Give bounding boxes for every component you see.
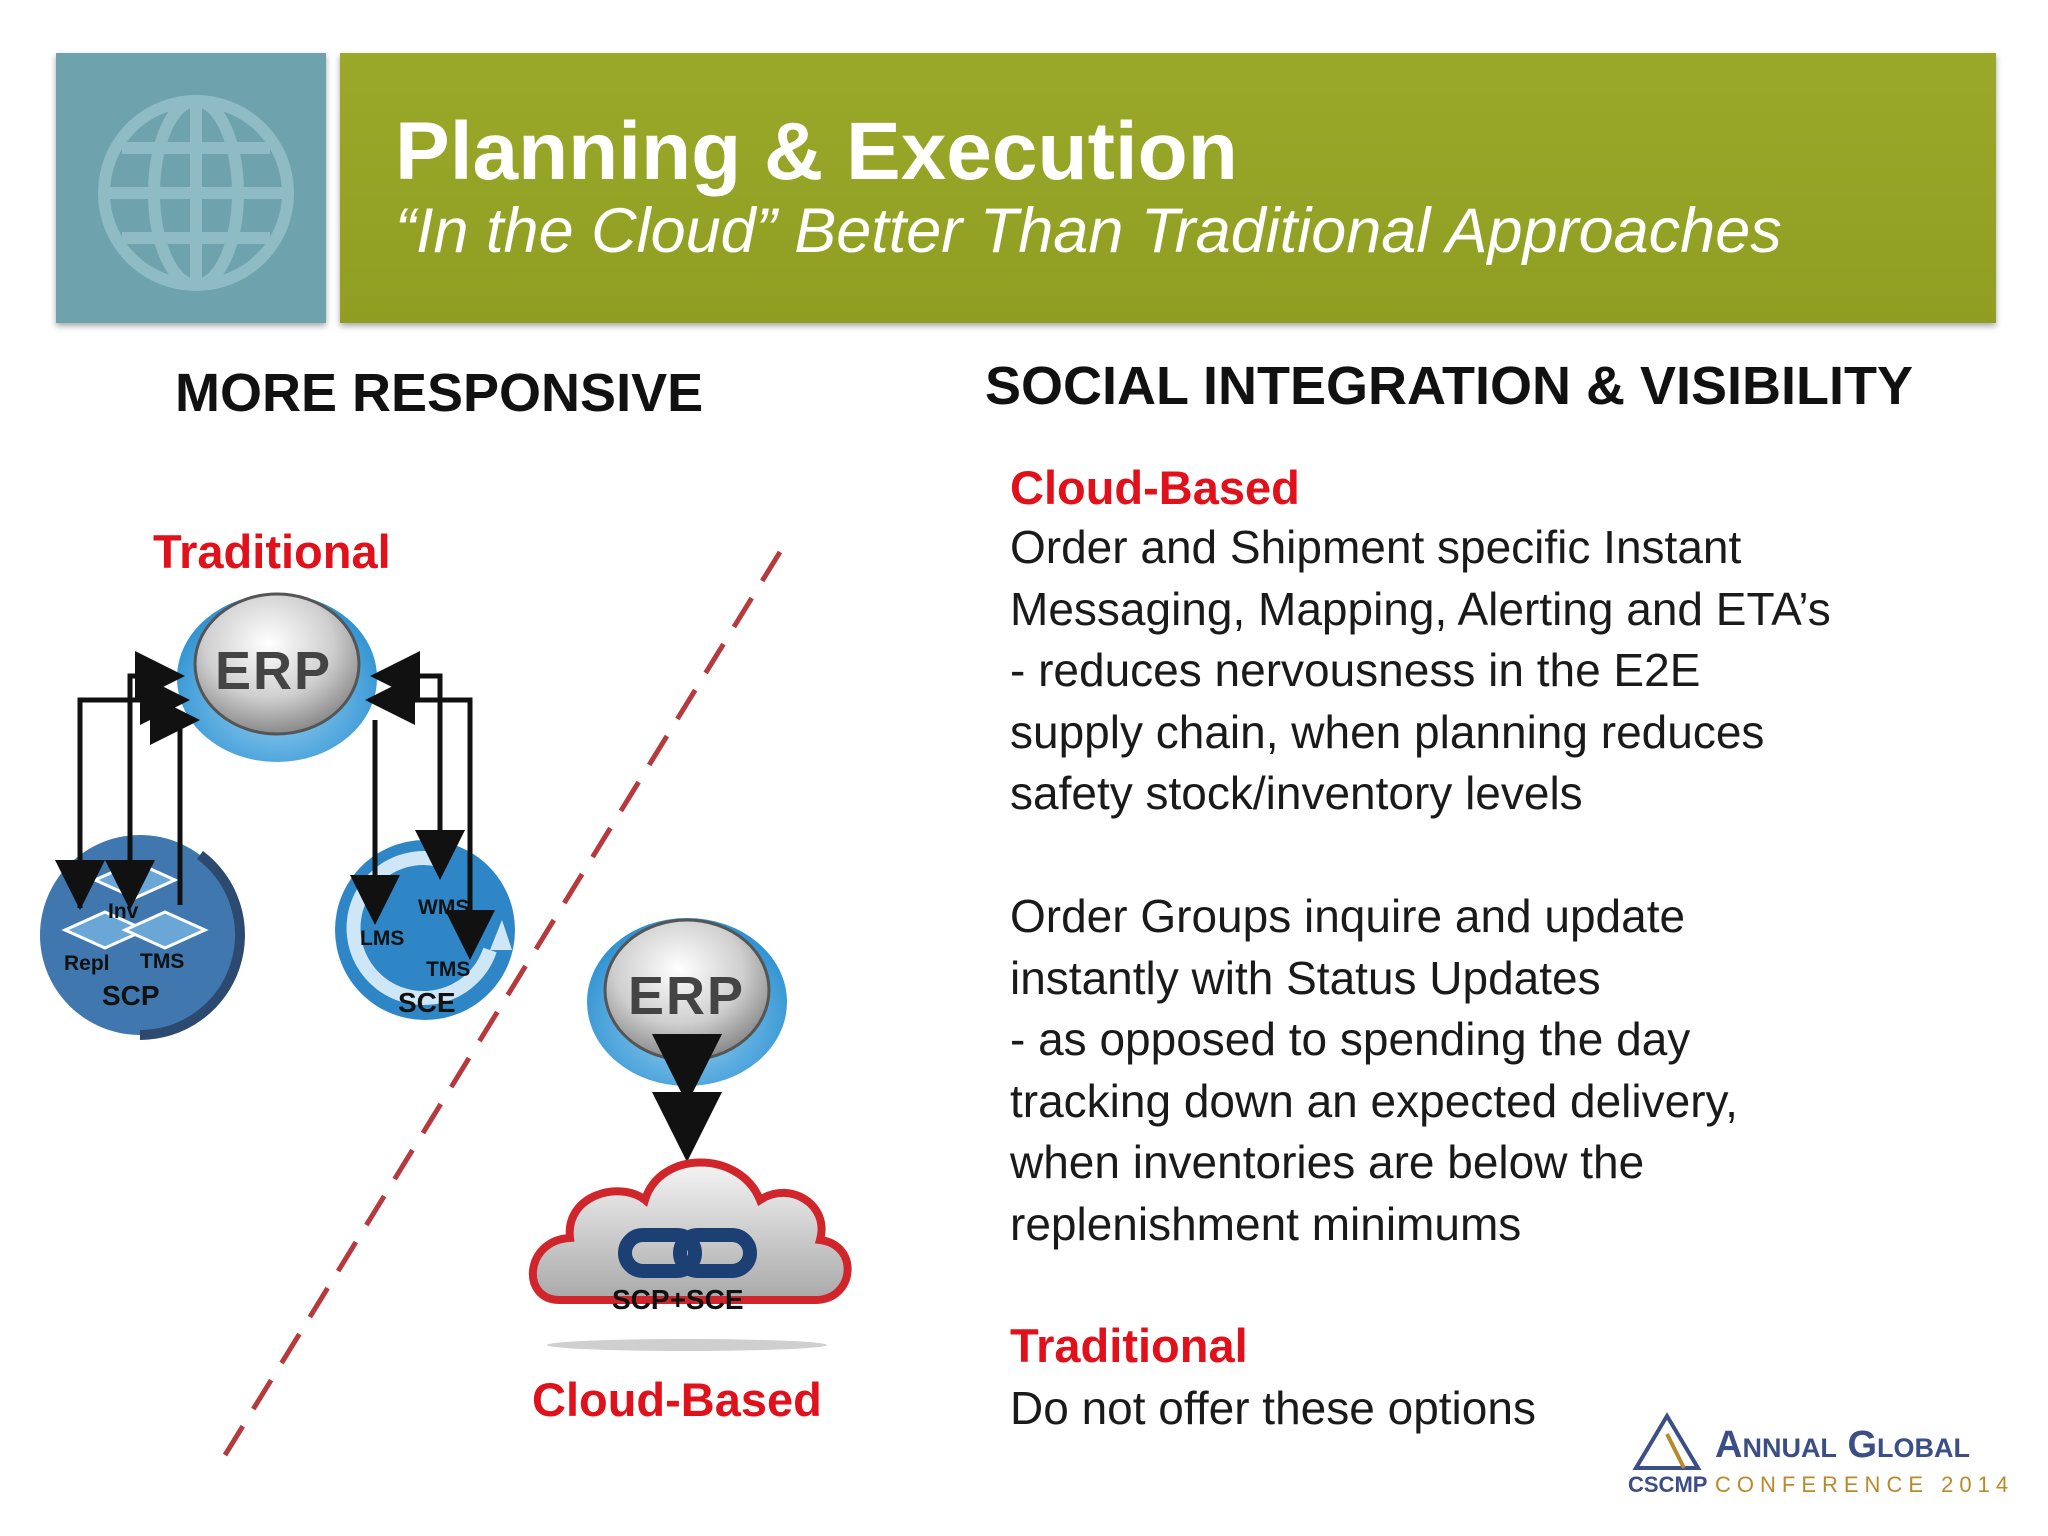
traditional-text: Do not offer these options (1010, 1382, 1536, 1434)
left-heading: MORE RESPONSIVE (175, 363, 704, 423)
logo-cscmp-text: CSCMP (1628, 1472, 1708, 1497)
cloud-based-label-right: Cloud-Based (1010, 461, 1300, 514)
chain-link-icon (618, 1228, 757, 1278)
right-heading: SOCIAL INTEGRATION & VISIBILITY (985, 356, 1914, 416)
cscmp-logo-icon (1632, 1412, 1702, 1470)
sce-item-lms: LMS (360, 927, 405, 950)
paragraph-1-line: Messaging, Mapping, Alerting and ETA’s (1010, 582, 1831, 635)
erp-node-traditional (177, 592, 377, 762)
cloud-based-label-left: Cloud-Based (532, 1373, 822, 1426)
sce-item-wms: WMS (418, 896, 470, 919)
scp-item-tms: TMS (140, 950, 185, 973)
paragraph-2-line: replenishment minimums (1010, 1197, 1522, 1250)
paragraph-1-line: supply chain, when planning reduces (1010, 705, 1765, 758)
erp-label-cloud: ERP (628, 966, 746, 1026)
erp-label-traditional: ERP (215, 641, 333, 701)
slide-subtitle: “In the Cloud” Better Than Traditional A… (395, 196, 1782, 266)
sce-item-tms: TMS (426, 958, 471, 981)
scp-label: SCP (102, 980, 160, 1011)
paragraph-1: Order and Shipment specific Instant Mess… (1010, 517, 1831, 825)
paragraph-1-line: Order and Shipment specific Instant (1010, 521, 1742, 573)
slide-title: Planning & Execution (395, 106, 1238, 197)
divider-line (219, 550, 783, 1462)
erp-node-cloud (587, 918, 787, 1086)
sce-label: SCE (398, 987, 456, 1018)
traditional-label-right: Traditional (1010, 1319, 1248, 1372)
traditional-label: Traditional (153, 525, 391, 578)
header-band (340, 53, 1996, 323)
paragraph-2-line: instantly with Status Updates (1010, 951, 1601, 1004)
globe-icon (98, 95, 294, 291)
logo-main-text: Annual Global (1715, 1424, 1971, 1466)
paragraph-1-line: safety stock/inventory levels (1010, 767, 1583, 819)
logo-sub-text: CONFERENCE 2014 (1715, 1472, 2015, 1497)
paragraph-2-line: tracking down an expected delivery, (1010, 1074, 1738, 1127)
scp-item-inv: Inv (108, 900, 139, 923)
scp-item-repl: Repl (64, 952, 110, 975)
paragraph-2-line: - as opposed to spending the day (1010, 1013, 1691, 1065)
paragraph-2: Order Groups inquire and update instantl… (1010, 886, 1738, 1255)
paragraph-2-line: when inventories are below the (1010, 1136, 1645, 1188)
cloud-label: SCP+SCE (612, 1284, 744, 1315)
header-globe-block (56, 53, 326, 323)
paragraph-2-line: Order Groups inquire and update (1010, 890, 1686, 942)
paragraph-1-line: - reduces nervousness in the E2E (1010, 644, 1701, 696)
